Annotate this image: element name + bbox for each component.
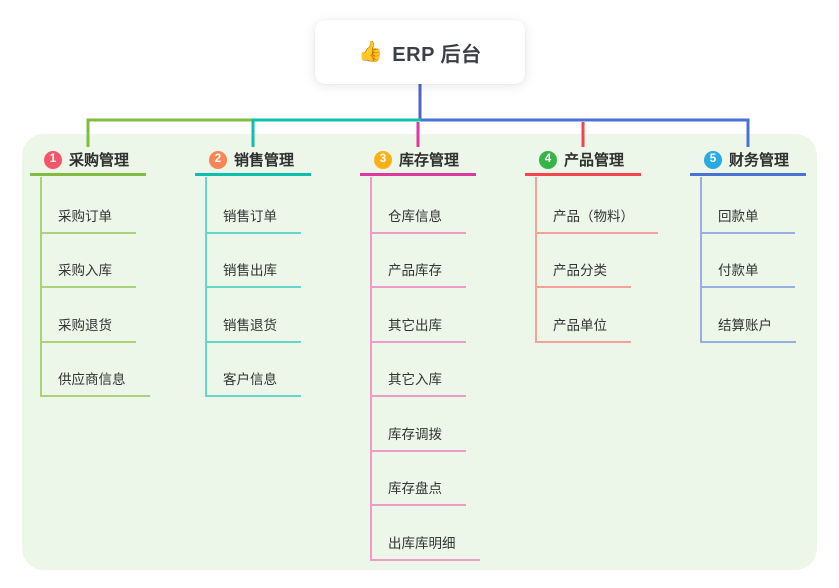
- child-node[interactable]: 产品分类: [535, 234, 631, 288]
- child-node[interactable]: 采购入库: [40, 234, 136, 288]
- branch-children: 仓库信息产品库存其它出库其它入库库存调拨库存盘点出库库明细: [370, 179, 480, 561]
- child-node-label: 其它出库: [388, 317, 442, 333]
- child-node-label: 销售出库: [223, 263, 277, 278]
- child-node[interactable]: 供应商信息: [40, 343, 150, 397]
- branch-children: 产品（物料） 产品分类产品单位: [535, 179, 658, 343]
- branch-title-label: 采购管理: [69, 152, 130, 169]
- child-node-label: 供应商信息: [58, 372, 126, 387]
- branch-children: 采购订单采购入库采购退货供应商信息: [40, 179, 150, 397]
- branch-number-badge: 1: [44, 150, 62, 169]
- branch-number-badge: 4: [539, 150, 557, 169]
- child-node-label: 销售订单: [223, 208, 277, 224]
- child-node-label: 结算账户: [718, 317, 772, 333]
- child-node-label: 销售退货: [223, 317, 277, 333]
- child-node[interactable]: 付款单: [700, 234, 795, 288]
- child-node[interactable]: 产品单位: [535, 288, 631, 343]
- child-node-label: 采购订单: [58, 208, 112, 224]
- branch-column-3: 3 库存管理 仓库信息产品库存其它出库其它入库库存调拨库存盘点出库库明细: [360, 146, 524, 561]
- branch-node[interactable]: 4 产品管理: [525, 146, 641, 176]
- branch-spine: [700, 177, 702, 343]
- child-node-label: 付款单: [718, 263, 759, 278]
- child-node[interactable]: 其它出库: [370, 288, 466, 343]
- child-node[interactable]: 库存盘点: [370, 452, 466, 506]
- branch-title-label: 财务管理: [729, 152, 790, 169]
- child-node-label: 产品单位: [553, 317, 607, 333]
- child-node-label: 库存调拨: [388, 426, 442, 442]
- branch-children: 销售订单销售出库销售退货客户信息: [205, 179, 301, 397]
- branch-number-badge: 3: [374, 150, 392, 169]
- branch-node[interactable]: 1 采购管理: [30, 146, 146, 176]
- branch-title-label: 产品管理: [564, 152, 625, 169]
- branch-number-badge: 5: [704, 150, 722, 169]
- child-node-label: 客户信息: [223, 372, 277, 387]
- child-node[interactable]: 出库库明细: [370, 506, 480, 561]
- root-node[interactable]: 👍 ERP 后台: [315, 20, 525, 84]
- branch-spine: [535, 177, 537, 343]
- branches-panel: [22, 134, 817, 570]
- branch-node[interactable]: 5 财务管理: [690, 146, 806, 176]
- branch-node[interactable]: 2 销售管理: [195, 146, 311, 176]
- child-node[interactable]: 库存调拨: [370, 397, 466, 452]
- child-node-label: 出库库明细: [388, 535, 456, 551]
- child-node-label: 仓库信息: [388, 208, 442, 224]
- child-node[interactable]: 销售订单: [205, 179, 301, 234]
- branch-column-5: 5 财务管理 回款单付款单结算账户: [690, 146, 839, 343]
- child-node-label: 产品（物料）: [553, 208, 634, 224]
- child-node[interactable]: 客户信息: [205, 343, 301, 397]
- child-node-label: 采购退货: [58, 317, 112, 333]
- branch-spine: [370, 177, 372, 561]
- connector-branch-2: [251, 118, 421, 147]
- connector-branch-1: [86, 118, 254, 147]
- child-node-label: 采购入库: [58, 263, 112, 278]
- child-node-label: 回款单: [718, 208, 759, 224]
- branch-number-badge: 2: [209, 150, 227, 169]
- child-node[interactable]: 回款单: [700, 179, 795, 234]
- child-node-label: 其它入库: [388, 372, 442, 387]
- branch-column-4: 4 产品管理 产品（物料） 产品分类产品单位: [525, 146, 689, 343]
- child-node[interactable]: 产品库存: [370, 234, 466, 288]
- thumbs-up-icon: 👍: [358, 41, 384, 63]
- child-node[interactable]: 采购订单: [40, 179, 136, 234]
- child-node[interactable]: 采购退货: [40, 288, 136, 343]
- branch-children: 回款单付款单结算账户: [700, 179, 796, 343]
- child-node[interactable]: 产品（物料）: [535, 179, 658, 234]
- child-node-label: 库存盘点: [388, 481, 442, 496]
- connector-bus-right-branch-5: [420, 118, 750, 147]
- child-node-label: 产品库存: [388, 263, 442, 278]
- child-node[interactable]: 仓库信息: [370, 179, 466, 234]
- branch-column-1: 1 采购管理 采购订单采购入库采购退货供应商信息: [30, 146, 194, 397]
- branch-node[interactable]: 3 库存管理: [360, 146, 476, 176]
- child-node-label: 产品分类: [553, 263, 607, 278]
- child-node[interactable]: 结算账户: [700, 288, 796, 343]
- root-title: ERP 后台: [392, 43, 482, 66]
- child-node[interactable]: 销售出库: [205, 234, 301, 288]
- child-node[interactable]: 销售退货: [205, 288, 301, 343]
- child-node[interactable]: 其它入库: [370, 343, 466, 397]
- branch-column-2: 2 销售管理 销售订单销售出库销售退货客户信息: [195, 146, 359, 397]
- branch-title-label: 库存管理: [399, 152, 460, 169]
- branch-title-label: 销售管理: [234, 152, 295, 169]
